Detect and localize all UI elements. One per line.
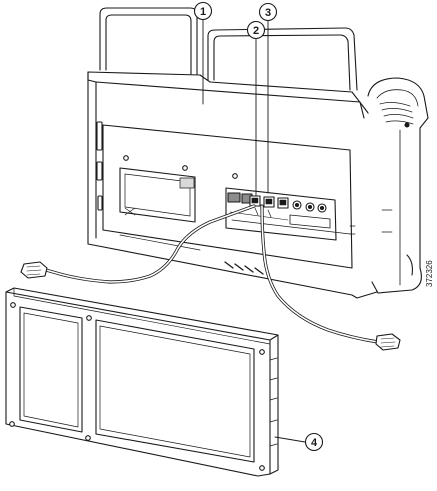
wall-bracket xyxy=(5,287,279,477)
callout-4-label: 4 xyxy=(311,437,318,449)
figure-id: 372326 xyxy=(425,260,434,287)
phone-body xyxy=(87,7,378,299)
callout-leaders xyxy=(202,18,306,443)
port-cluster xyxy=(225,187,356,241)
handset xyxy=(367,77,429,294)
callout-2: 2 xyxy=(246,20,266,40)
cable-left xyxy=(20,204,256,284)
callout-3: 3 xyxy=(258,2,278,22)
callout-1: 1 xyxy=(193,1,213,21)
callout-3-label: 3 xyxy=(265,7,271,19)
callout-1-label: 1 xyxy=(200,6,206,18)
cable-right xyxy=(260,204,401,351)
callout-2-label: 2 xyxy=(253,25,259,37)
callout-4: 4 xyxy=(304,432,324,452)
